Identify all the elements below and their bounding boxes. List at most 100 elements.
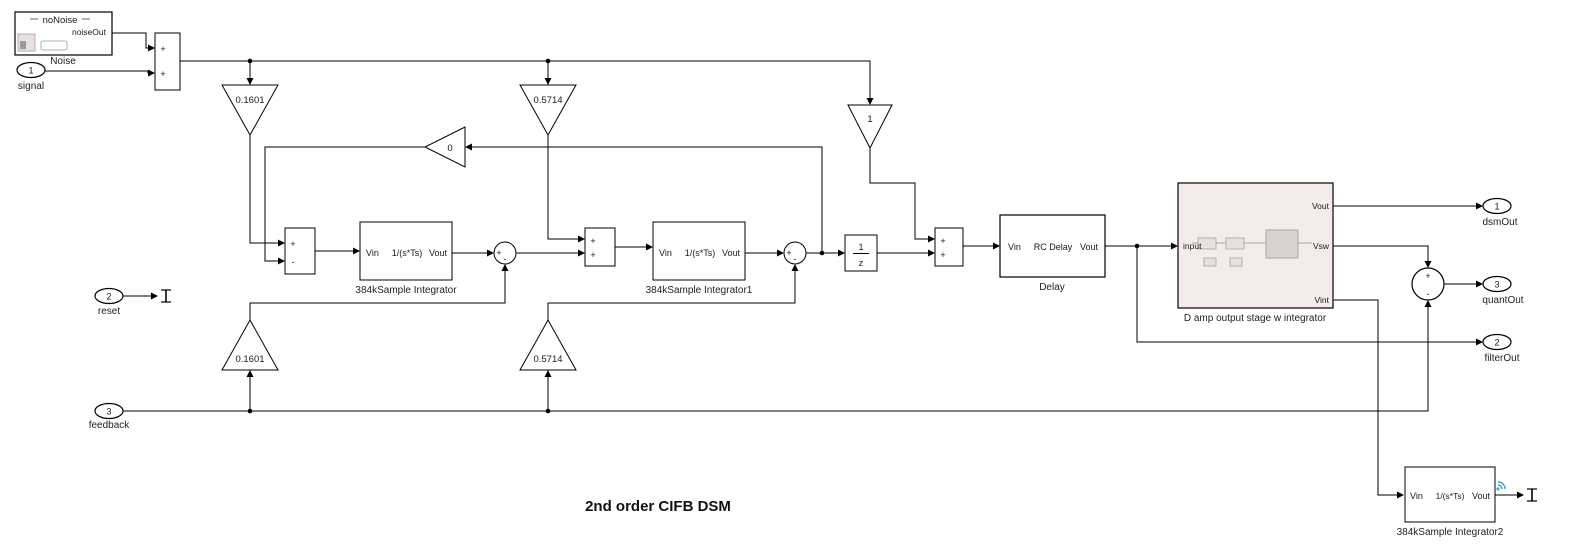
inport-signal[interactable]: 1	[16, 61, 46, 79]
inport-feedback[interactable]: 3	[94, 402, 124, 420]
noise-subsystem-title: noNoise	[43, 15, 78, 26]
outport-dsmout[interactable]: 1	[1482, 197, 1512, 215]
integrator2-vin: Vin	[659, 248, 672, 258]
sum4-sign-bottom: +	[940, 250, 945, 260]
gain-b1-block[interactable]: 0.1601	[221, 84, 279, 137]
gain-a2-block[interactable]: 0.5714	[519, 318, 577, 371]
gain-b2-value: 0.5714	[533, 95, 562, 106]
wires	[45, 32, 1524, 499]
gain-b3-value: 1	[867, 114, 872, 125]
damp-port-vsw: Vsw	[1313, 241, 1330, 251]
gain-b2-block[interactable]: 0.5714	[519, 84, 577, 137]
diagram-title-annotation: 2nd order CIFB DSM	[585, 498, 731, 515]
wire-gain-g-to-sum2[interactable]	[264, 146, 425, 265]
integrator2-block[interactable]: Vin 1/(s*Ts) Vout	[652, 221, 746, 281]
wire-tap-to-filterout[interactable]	[1136, 246, 1483, 346]
wire-signal-to-sum1[interactable]	[45, 69, 155, 77]
outport-dsmout-name: dsmOut	[1482, 217, 1517, 228]
inport-reset-name: reset	[98, 306, 120, 317]
outport-filterout-name: filterOut	[1484, 353, 1519, 364]
reset-terminator-block[interactable]	[161, 289, 171, 303]
integrator3-name: 384kSample Integrator2	[1397, 527, 1504, 538]
sumcircle2-sign-left: +	[786, 248, 791, 258]
outport-filterout-number: 2	[1494, 338, 1499, 348]
sum4-sign-top: +	[940, 236, 945, 246]
gain-b3-block[interactable]: 1	[847, 104, 893, 150]
integrator1-name: 384kSample Integrator	[355, 285, 457, 296]
rc-delay-vout: Vout	[1080, 242, 1099, 252]
sumcircle1-sign-left: +	[496, 248, 501, 258]
wire-feedback-main[interactable]	[123, 300, 1432, 412]
wire-noise-to-sum1[interactable]	[112, 32, 155, 52]
noise-outport-label: noiseOut	[72, 27, 107, 37]
integrator3-vin: Vin	[1410, 491, 1423, 501]
wire-gain-a1-to-sumcircle1[interactable]	[249, 264, 509, 320]
wire-vsw-to-sumcircle3[interactable]	[1333, 245, 1432, 268]
sum2-block[interactable]: + -	[284, 227, 316, 275]
sumcircle2-block[interactable]: + -	[783, 241, 807, 265]
wire-sum1-main[interactable]	[180, 60, 874, 105]
gain-g-value: 0	[447, 143, 452, 154]
rc-delay-name: Delay	[1039, 282, 1065, 293]
noise-thumbnail-detail	[20, 41, 26, 49]
inport-reset[interactable]: 2	[94, 287, 124, 305]
sum3-sign-top: +	[590, 236, 595, 246]
rc-delay-vin: Vin	[1008, 242, 1021, 252]
integrator2-vout: Vout	[722, 248, 741, 258]
sumcircle1-block[interactable]: + -	[493, 241, 517, 265]
sum4-block[interactable]: + +	[934, 227, 964, 267]
sum1-sign-top: +	[160, 44, 165, 54]
damp-preview	[1192, 229, 1312, 267]
inport-signal-number: 1	[28, 66, 33, 76]
sum1-block[interactable]: + +	[154, 32, 181, 91]
wire-gain-a2-to-sumcircle2[interactable]	[547, 264, 799, 320]
integrator1-tf: 1/(s*Ts)	[392, 248, 423, 258]
wire-vint-to-int3[interactable]	[1333, 299, 1404, 499]
outport-filterout[interactable]: 2	[1482, 333, 1512, 351]
outport-dsmout-number: 1	[1494, 202, 1499, 212]
gain-g-block[interactable]: 0	[423, 126, 466, 168]
gain-a1-value: 0.1601	[235, 354, 264, 365]
inport-signal-name: signal	[18, 81, 44, 92]
inport-feedback-name: feedback	[89, 420, 131, 431]
damp-subsystem-block[interactable]: input Vout Vsw Vint	[1177, 182, 1334, 309]
rc-delay-block[interactable]: Vin RC Delay Vout	[999, 214, 1106, 278]
gain-b1-value: 0.1601	[235, 95, 264, 106]
gain-a1-block[interactable]: 0.1601	[221, 318, 279, 371]
sum3-block[interactable]: + +	[584, 227, 616, 267]
junction-dot	[545, 408, 551, 414]
junction-dot	[1134, 243, 1140, 249]
sumcircle3-sign-bottom: -	[1427, 289, 1430, 299]
sumcircle1-sign-bottom: -	[504, 254, 507, 264]
junction-dot	[819, 250, 825, 256]
wire-gain-b1-to-sum2[interactable]	[249, 135, 285, 247]
signal-logging-icon	[1496, 481, 1506, 491]
damp-port-vout: Vout	[1312, 201, 1330, 211]
rc-delay-title: RC Delay	[1034, 242, 1073, 252]
integrator3-vout: Vout	[1472, 491, 1491, 501]
sum2-sign-bottom: -	[292, 257, 295, 267]
gain-a2-value: 0.5714	[533, 354, 562, 365]
unit-delay-block[interactable]: 1 z	[844, 234, 878, 272]
integrator1-block[interactable]: Vin 1/(s*Ts) Vout	[359, 221, 453, 281]
wire-tap-to-gain-g[interactable]	[465, 143, 823, 253]
unit-delay-denominator: z	[859, 258, 864, 268]
sumcircle2-sign-bottom: -	[794, 254, 797, 264]
outport-quantout[interactable]: 3	[1482, 275, 1512, 293]
junction-dot	[545, 58, 551, 64]
inport-reset-number: 2	[106, 292, 111, 302]
damp-port-vint: Vint	[1315, 295, 1330, 305]
wire-gain-b3-to-sum4[interactable]	[869, 148, 935, 243]
junction-dot	[247, 408, 253, 414]
wire-gain-b2-to-sum3[interactable]	[547, 135, 585, 243]
integrator3-block[interactable]: Vin 1/(s*Ts) Vout	[1404, 466, 1496, 523]
sum3-sign-bottom: +	[590, 250, 595, 260]
int3-terminator-block[interactable]	[1527, 488, 1537, 502]
damp-port-input: input	[1183, 241, 1202, 251]
integrator1-vout: Vout	[429, 248, 448, 258]
noise-preview-box	[40, 40, 68, 51]
sum2-sign-top: +	[290, 239, 295, 249]
noise-subsystem-block[interactable]: noNoise noiseOut	[14, 11, 113, 56]
noise-subsystem-name: Noise	[50, 56, 76, 67]
sumcircle3-block[interactable]: + -	[1411, 267, 1445, 301]
